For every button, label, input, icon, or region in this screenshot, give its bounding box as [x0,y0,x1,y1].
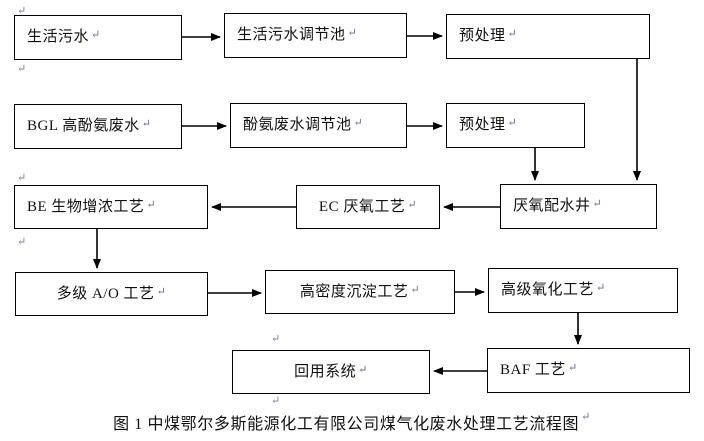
node-domestic-sewage[interactable]: 生活污水↵ [14,15,182,60]
pilcrow-mark: ↵ [347,27,358,40]
pilcrow-mark: ↵ [592,198,603,211]
stray-pilcrow-mark-4: ↵ [17,236,27,248]
node-advanced-oxidation[interactable]: 高级氧化工艺↵ [488,268,678,313]
node-label-domestic-sewage: 生活污水↵ [27,29,101,46]
node-label-anaerobic-water-well: 厌氧配水井↵ [513,198,603,215]
stray-pilcrow-mark-1: ↵ [17,5,27,17]
pilcrow-mark: ↵ [407,198,418,211]
stray-pilcrow-mark-3: ↵ [17,172,27,184]
node-label-baf-process: BAF 工艺↵ [500,362,578,379]
node-label-be-bio-enrichment: BE 生物增浓工艺↵ [27,198,157,215]
pilcrow-mark: ↵ [358,363,368,376]
pilcrow-mark: ↵ [353,117,364,130]
figure-caption-text: 图 1 中煤鄂尔多斯能源化工有限公司煤气化废水处理工艺流程图 [113,416,580,433]
stray-pilcrow-mark-6: ↵ [271,395,281,407]
pilcrow-mark: ↵ [507,117,518,130]
pilcrow-mark: ↵ [146,198,157,211]
node-label-bgl-phenol-ammonia: BGL 高酚氨废水↵ [27,118,152,135]
node-label-high-density-settling: 高密度沉淀工艺↵ [299,283,421,300]
stray-pilcrow-mark-5: ↵ [271,333,281,345]
pilcrow-mark: ↵ [581,411,591,423]
pilcrow-mark: ↵ [507,28,518,41]
node-baf-process[interactable]: BAF 工艺↵ [487,348,690,393]
node-label-phenol-ammonia-tank: 酚氨废水调节池↵ [243,117,364,134]
pilcrow-mark: ↵ [596,282,606,295]
pilcrow-mark: ↵ [91,29,101,42]
figure-caption: 图 1 中煤鄂尔多斯能源化工有限公司煤气化废水处理工艺流程图↵ [0,410,704,434]
node-label-ec-anaerobic: EC 厌氧工艺↵ [318,198,418,215]
pilcrow-mark: ↵ [410,283,421,296]
pilcrow-mark: ↵ [141,118,152,131]
stray-pilcrow-mark-2: ↵ [17,63,27,75]
node-bgl-phenol-ammonia[interactable]: BGL 高酚氨废水↵ [14,104,182,149]
node-domestic-sewage-tank[interactable]: 生活污水调节池↵ [224,13,407,58]
node-label-reuse-system: 回用系统↵ [294,363,368,380]
node-high-density-settling[interactable]: 高密度沉淀工艺↵ [265,270,455,314]
node-anaerobic-water-well[interactable]: 厌氧配水井↵ [500,184,657,229]
node-ec-anaerobic[interactable]: EC 厌氧工艺↵ [296,185,440,229]
node-label-advanced-oxidation: 高级氧化工艺↵ [501,282,606,299]
node-phenol-ammonia-tank[interactable]: 酚氨废水调节池↵ [230,103,407,148]
node-be-bio-enrichment[interactable]: BE 生物增浓工艺↵ [14,185,208,229]
node-pretreatment-2[interactable]: 预处理↵ [446,103,585,148]
node-reuse-system[interactable]: 回用系统↵ [232,350,430,394]
node-label-multistage-ao: 多级 A/O 工艺↵ [56,285,167,302]
pilcrow-mark: ↵ [156,285,167,298]
node-label-pretreatment-2: 预处理↵ [459,117,518,134]
node-label-domestic-sewage-tank: 生活污水调节池↵ [237,27,358,44]
node-pretreatment-1[interactable]: 预处理↵ [446,14,650,59]
pilcrow-mark: ↵ [567,362,578,375]
node-label-pretreatment-1: 预处理↵ [459,28,518,45]
node-multistage-ao[interactable]: 多级 A/O 工艺↵ [15,272,208,316]
